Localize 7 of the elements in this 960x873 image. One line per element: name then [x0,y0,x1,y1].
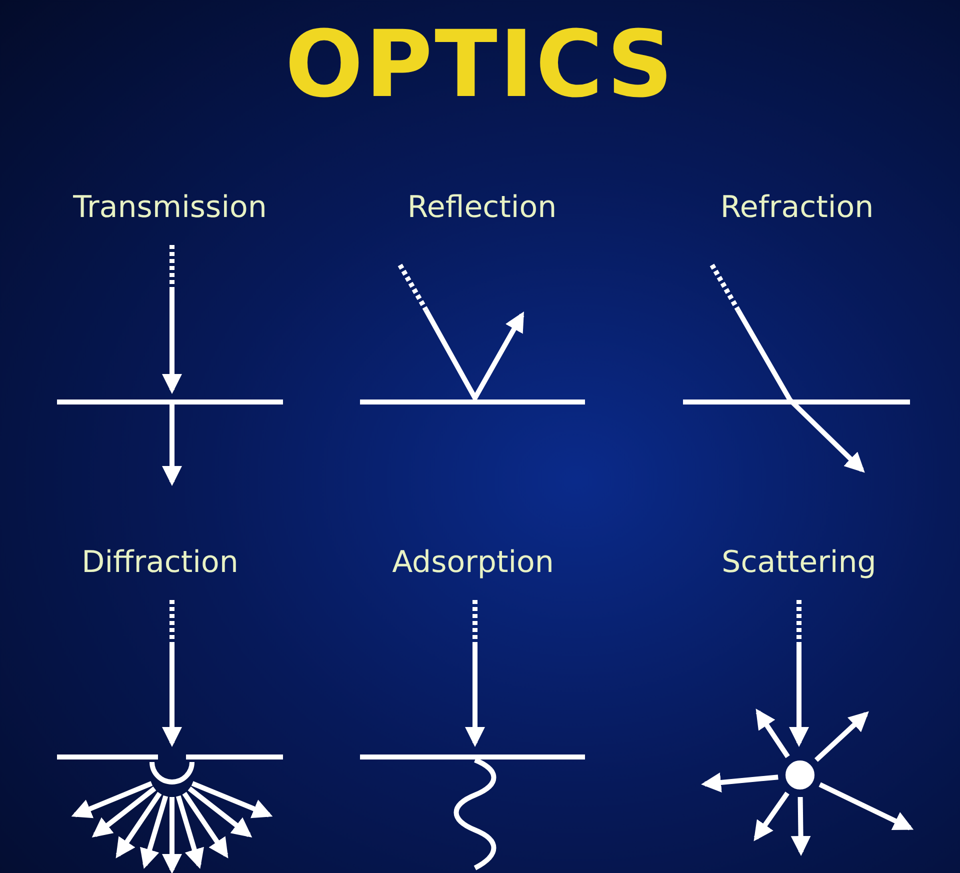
process-label: Transmission [73,190,267,225]
title: OPTICS [284,10,676,120]
process-label: Refraction [720,190,874,225]
process-label: Reflection [407,190,557,225]
process-label: Adsorption [392,545,554,580]
process-label: Diffraction [82,545,238,580]
process-label: Scattering [722,545,876,580]
